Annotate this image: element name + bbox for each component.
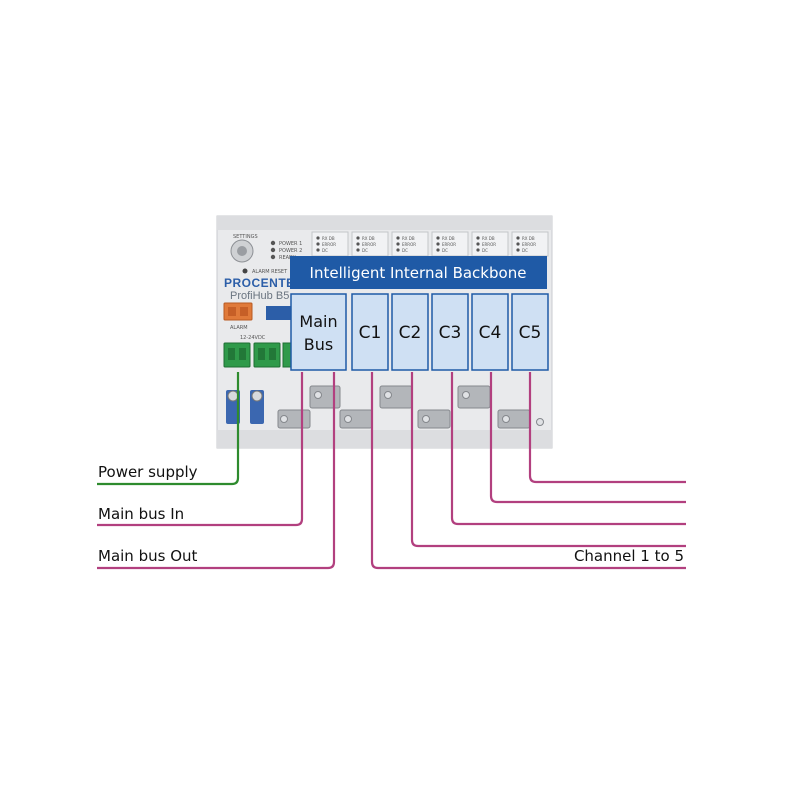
module-label: C3 [439, 323, 462, 343]
settings-dial[interactable]: SETTINGS [230, 234, 258, 263]
shield-clamps [277, 385, 544, 429]
channel-led [516, 242, 520, 246]
module-box [391, 293, 429, 371]
channel-led-label: RX DB [322, 236, 335, 241]
channel-led [396, 242, 400, 246]
brand-logo: PROCENTEC [224, 276, 304, 290]
main-bus-in-label: Main bus In [98, 505, 184, 523]
channel-2-line [410, 372, 686, 548]
channel-led-label: RX DB [402, 236, 415, 241]
channel-led [396, 236, 400, 240]
channel-led-label: DC [322, 248, 328, 253]
status-led-label-3: READY [279, 255, 297, 261]
channel-led [356, 248, 360, 252]
power-connector-1[interactable] [223, 342, 251, 368]
status-led-label-2: POWER 2 [279, 248, 302, 254]
channel-led-label: DC [442, 248, 448, 253]
channel-led-label: RX DB [442, 236, 455, 241]
module-label-line2: Bus [304, 335, 333, 354]
module-box [290, 293, 347, 371]
channel-led [436, 242, 440, 246]
channel-4-line [489, 372, 686, 504]
module-label-line1: Main [299, 312, 337, 331]
settings-label: SETTINGS [233, 234, 258, 240]
channel-led [436, 236, 440, 240]
channel-led-label: ERROR [522, 242, 536, 247]
status-leds: POWER 1 POWER 2 READY [270, 240, 302, 261]
channel-led-label: DC [362, 248, 368, 253]
profibus-badge [266, 306, 296, 320]
main-bus-out-line [97, 372, 336, 570]
channel-led-label: ERROR [442, 242, 456, 247]
module-channel-2: C2 [391, 293, 429, 371]
module-channel-4: C4 [471, 293, 509, 371]
status-led-3 [270, 254, 276, 260]
power-label: 12-24VDC [240, 335, 266, 341]
channel-led-label: ERROR [402, 242, 416, 247]
module-box [471, 293, 509, 371]
channel-led-label: ERROR [482, 242, 496, 247]
alarm-connector[interactable] [223, 302, 253, 321]
channel-1-line [370, 372, 686, 570]
channel-led [356, 242, 360, 246]
channel-led [396, 248, 400, 252]
power-supply-label: Power supply [98, 463, 198, 481]
channel-led-label: RX DB [522, 236, 535, 241]
channel-led-label: DC [402, 248, 408, 253]
power-connector-2[interactable] [253, 342, 281, 368]
module-channel-5: C5 [511, 293, 549, 371]
channel-led-label: DC [482, 248, 488, 253]
module-label: C1 [359, 323, 382, 343]
connection-lines [97, 372, 686, 570]
status-led-2 [270, 247, 276, 253]
channel-led-label: RX DB [482, 236, 495, 241]
backbone-label: Intelligent Internal Backbone [310, 264, 527, 282]
alarm-label: ALARM [230, 325, 248, 331]
module-label: C4 [479, 323, 502, 343]
power-supply-line [97, 372, 240, 486]
channel-3-line [450, 372, 686, 526]
channel-led [316, 242, 320, 246]
channels-label: Channel 1 to 5 [574, 547, 684, 565]
module-box [511, 293, 549, 371]
channel-led [476, 242, 480, 246]
channel-led [316, 248, 320, 252]
status-led-label-1: POWER 1 [279, 241, 302, 247]
channel-led-label: ERROR [322, 242, 336, 247]
module-channel-3: C3 [431, 293, 469, 371]
channel-led [316, 236, 320, 240]
channel-led-label: DC [522, 248, 528, 253]
module-box [431, 293, 469, 371]
module-box [351, 293, 389, 371]
channel-led [436, 248, 440, 252]
channel-led [516, 248, 520, 252]
module-label: C2 [399, 323, 422, 343]
ground-clamp-1 [226, 390, 240, 424]
model-name: ProfiHub B5 [230, 290, 289, 302]
ground-clamp-2 [250, 390, 264, 424]
module-channel-1: C1 [351, 293, 389, 371]
alarm-reset-label: ALARM RESET [252, 269, 288, 275]
channel-led [356, 236, 360, 240]
channel-led [476, 236, 480, 240]
channel-led-label: ERROR [362, 242, 376, 247]
channel-led [476, 248, 480, 252]
main-bus-in-line [97, 372, 304, 527]
module-label: C5 [519, 323, 542, 343]
channel-led [516, 236, 520, 240]
status-led-1 [270, 240, 276, 246]
alarm-reset-button[interactable]: ALARM RESET [242, 268, 289, 276]
channel-5-line [528, 372, 686, 484]
main-bus-out-label: Main bus Out [98, 547, 198, 565]
channel-led-label: RX DB [362, 236, 375, 241]
backbone-bar: Intelligent Internal Backbone [290, 256, 547, 289]
